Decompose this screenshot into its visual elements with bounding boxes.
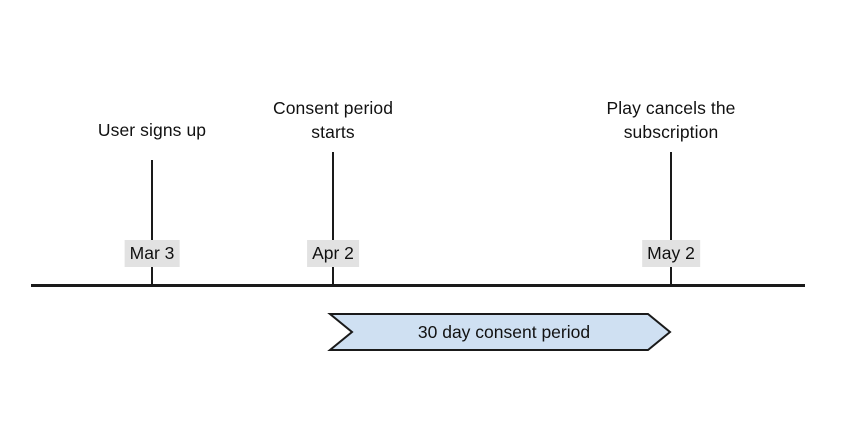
milestone-label-consent-period-starts: Consent period starts [273, 96, 393, 144]
milestone-tick-consent-period-starts [332, 152, 334, 285]
consent-period-banner-label: 30 day consent period [417, 321, 591, 342]
milestone-label-user-signs-up: User signs up [97, 120, 207, 140]
milestone-label-line-1: Consent period [272, 98, 394, 118]
date-chip-apr-2: Apr 2 [307, 240, 359, 267]
milestone-tick-user-signs-up [151, 160, 153, 285]
consent-period-banner: 30 day consent period [327, 313, 672, 351]
date-chip-mar-3: Mar 3 [124, 240, 180, 267]
chevron-arrow-icon [327, 313, 672, 351]
milestone-label-line-1: Play cancels the [606, 98, 736, 118]
milestone-tick-play-cancels-subscription [670, 152, 672, 285]
date-chip-may-2: May 2 [642, 240, 700, 267]
milestone-label-play-cancels-subscription: Play cancels the subscription [606, 96, 735, 144]
chevron-banner-shape [327, 313, 672, 351]
milestone-label-line-2: subscription [623, 122, 719, 142]
timeline-axis-line [31, 284, 805, 287]
milestone-label-line-2: starts [311, 122, 355, 142]
